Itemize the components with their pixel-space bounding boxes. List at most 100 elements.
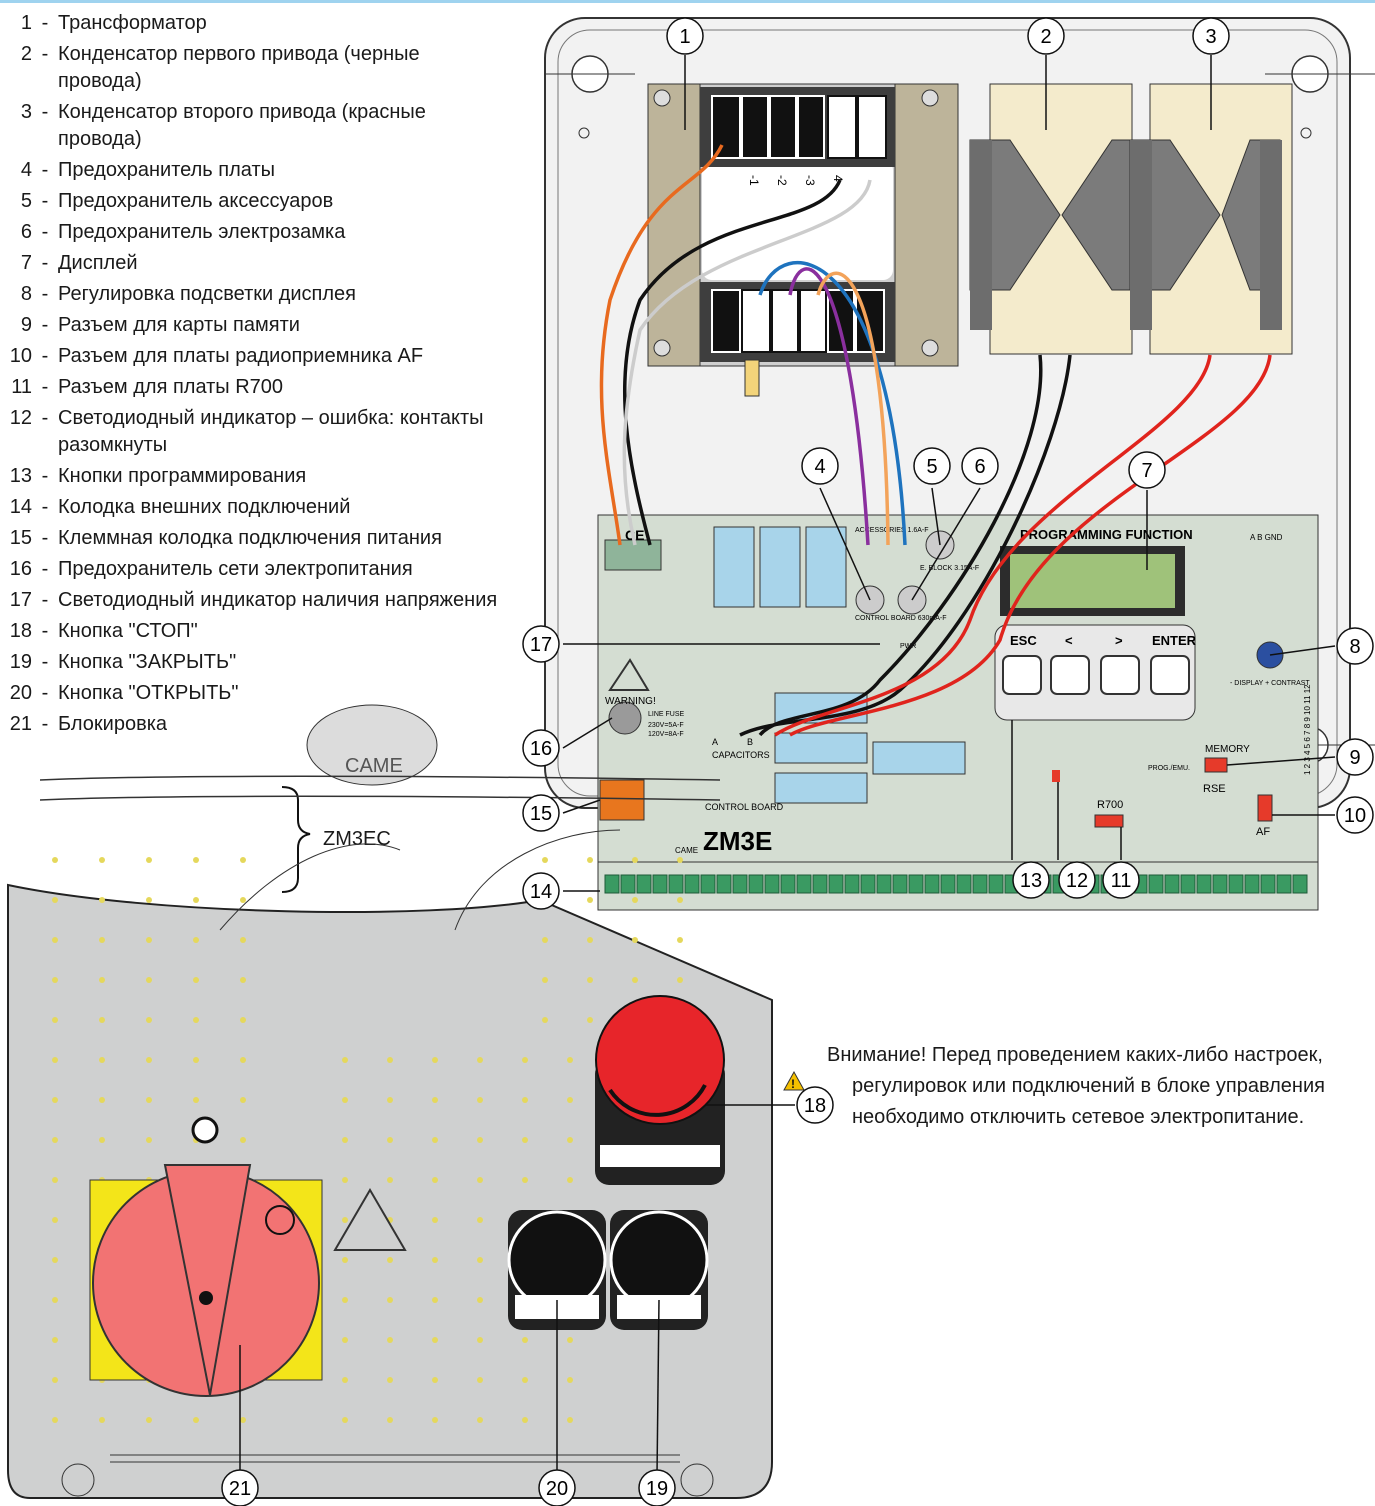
board-cb-fuse: CONTROL BOARD 630mA-F — [855, 615, 947, 622]
callout-20: 20 — [538, 1469, 576, 1506]
callout-4: 4 — [801, 447, 839, 485]
legend-dash: - — [41, 651, 49, 673]
legend-item: 3-Конденсатор второго привода (красные п… — [6, 99, 498, 153]
callout-17: 17 — [522, 625, 560, 663]
board-accessories: ACCESSORIES 1.6A-F — [855, 527, 929, 534]
callout-number: 3 — [1205, 26, 1216, 48]
legend-number: 9 — [20, 314, 32, 336]
svg-text:!: ! — [791, 1077, 795, 1091]
callout-number: 21 — [229, 1478, 251, 1500]
legend-item: 7-Дисплей — [6, 250, 498, 277]
legend-number: 4 — [20, 159, 32, 181]
legend-item: 9-Разъем для карты памяти — [6, 312, 498, 339]
callout-number: 13 — [1020, 870, 1042, 892]
board-cap-b: B — [747, 737, 753, 747]
board-eblock: E. BLOCK 3.15A-F — [920, 565, 979, 572]
legend-item: 2-Конденсатор первого привода (черные пр… — [6, 41, 498, 95]
legend-dash: - — [41, 283, 49, 305]
legend-number: 7 — [20, 252, 32, 274]
legend-number: 2 — [20, 43, 32, 65]
callout-number: 4 — [814, 456, 825, 478]
board-pwr: PWR — [900, 643, 916, 650]
legend-text: Предохранитель платы — [58, 159, 275, 181]
legend-item: 8-Регулировка подсветки дисплея — [6, 281, 498, 308]
legend-text: Блокировка — [58, 713, 168, 735]
legend-number: 1 — [20, 12, 32, 34]
callout-14: 14 — [522, 872, 560, 910]
legend-dash: - — [41, 620, 49, 642]
legend-number: 19 — [9, 651, 32, 673]
btn-label-left: < — [1065, 633, 1073, 648]
callout-number: 11 — [1111, 870, 1132, 892]
legend-dash: - — [41, 221, 49, 243]
btn-label-right: > — [1115, 633, 1123, 648]
legend-text: Клеммная колодка подключения питания — [58, 527, 442, 549]
callout-number: 14 — [530, 881, 552, 903]
legend-item: 5-Предохранитель аксессуаров — [6, 188, 498, 215]
legend-text: Предохранитель электрозамка — [58, 221, 346, 243]
legend-dash: - — [41, 589, 49, 611]
legend-text: Разъем для платы R700 — [58, 376, 284, 398]
callout-15: 15 — [522, 794, 560, 832]
callout-12: 12 — [1058, 861, 1096, 899]
callout-number: 7 — [1141, 460, 1152, 482]
legend-number: 5 — [20, 190, 32, 212]
legend-item: 17-Светодиодный индикатор наличия напряж… — [6, 587, 498, 614]
legend-text: Кнопки программирования — [58, 465, 307, 487]
legend-text: Светодиодный индикатор – ошибка: контакт… — [58, 407, 484, 456]
legend-text: Конденсатор второго привода (красные про… — [58, 101, 426, 150]
callout-9: 9 — [1336, 738, 1374, 776]
tap-label: -2 — [775, 175, 789, 186]
legend-dash: - — [41, 376, 49, 398]
board-rse-label: RSE — [1203, 783, 1226, 795]
legend-number: 21 — [9, 713, 32, 735]
callout-6: 6 — [961, 447, 999, 485]
callout-18: 18 — [796, 1086, 834, 1124]
legend-item: 18-Кнопка "СТОП" — [6, 618, 498, 645]
board-line-fuse: LINE FUSE — [648, 711, 685, 718]
tap-label: -1 — [747, 175, 761, 186]
legend-dash: - — [41, 558, 49, 580]
callout-number: 9 — [1349, 747, 1360, 769]
callout-1: 1 — [666, 17, 704, 55]
legend-text: Трансформатор — [58, 12, 207, 34]
legend-item: 16-Предохранитель сети электропитания — [6, 556, 498, 583]
wires — [599, 144, 1272, 737]
callout-number: 12 — [1066, 870, 1088, 892]
warning-icon: ! — [783, 1070, 805, 1091]
legend-item: 11-Разъем для платы R700 — [6, 374, 498, 401]
board-brand: CAME — [675, 846, 698, 855]
legend-item: 13-Кнопки программирования — [6, 463, 498, 490]
board-warning: WARNING! — [605, 696, 656, 707]
legend-text: Кнопка "ОТКРЫТЬ" — [58, 682, 239, 704]
legend-item: 4-Предохранитель платы — [6, 157, 498, 184]
board-af-label: AF — [1256, 826, 1270, 838]
legend-number: 15 — [9, 527, 32, 549]
callout-number: 19 — [646, 1478, 668, 1500]
callout-21: 21 — [221, 1469, 259, 1506]
legend-text: Разъем для платы радиоприемника AF — [58, 345, 424, 367]
legend-dash: - — [41, 12, 49, 34]
legend-item: 10-Разъем для платы радиоприемника AF — [6, 343, 498, 370]
callout-number: 8 — [1349, 636, 1360, 658]
control-board: PROGRAMMING FUNCTION ESC < > ENTER CONTR… — [597, 514, 1319, 911]
legend-dash: - — [41, 465, 49, 487]
legend-text: Предохранитель аксессуаров — [58, 190, 334, 212]
legend-text: Кнопка "СТОП" — [58, 620, 198, 642]
callout-number: 20 — [546, 1478, 568, 1500]
capacitor-1 — [969, 83, 1153, 355]
callout-number: 15 — [530, 803, 552, 825]
callout-3: 3 — [1192, 17, 1230, 55]
cover-logo: CAME — [345, 755, 403, 777]
warning-text: Внимание! Перед проведением каких-либо н… — [827, 1044, 1325, 1128]
legend-text: Дисплей — [58, 252, 138, 274]
callout-5: 5 — [913, 447, 951, 485]
legend-dash: - — [41, 496, 49, 518]
legend-dash: - — [41, 159, 49, 181]
legend-number: 8 — [20, 283, 32, 305]
board-abgnd: A B GND — [1250, 533, 1283, 542]
warning-note: Внимание! Перед проведением каких-либо н… — [775, 1040, 1375, 1133]
legend-dash: - — [41, 527, 49, 549]
front-cover: CAME — [7, 704, 773, 1499]
callout-number: 6 — [974, 456, 985, 478]
